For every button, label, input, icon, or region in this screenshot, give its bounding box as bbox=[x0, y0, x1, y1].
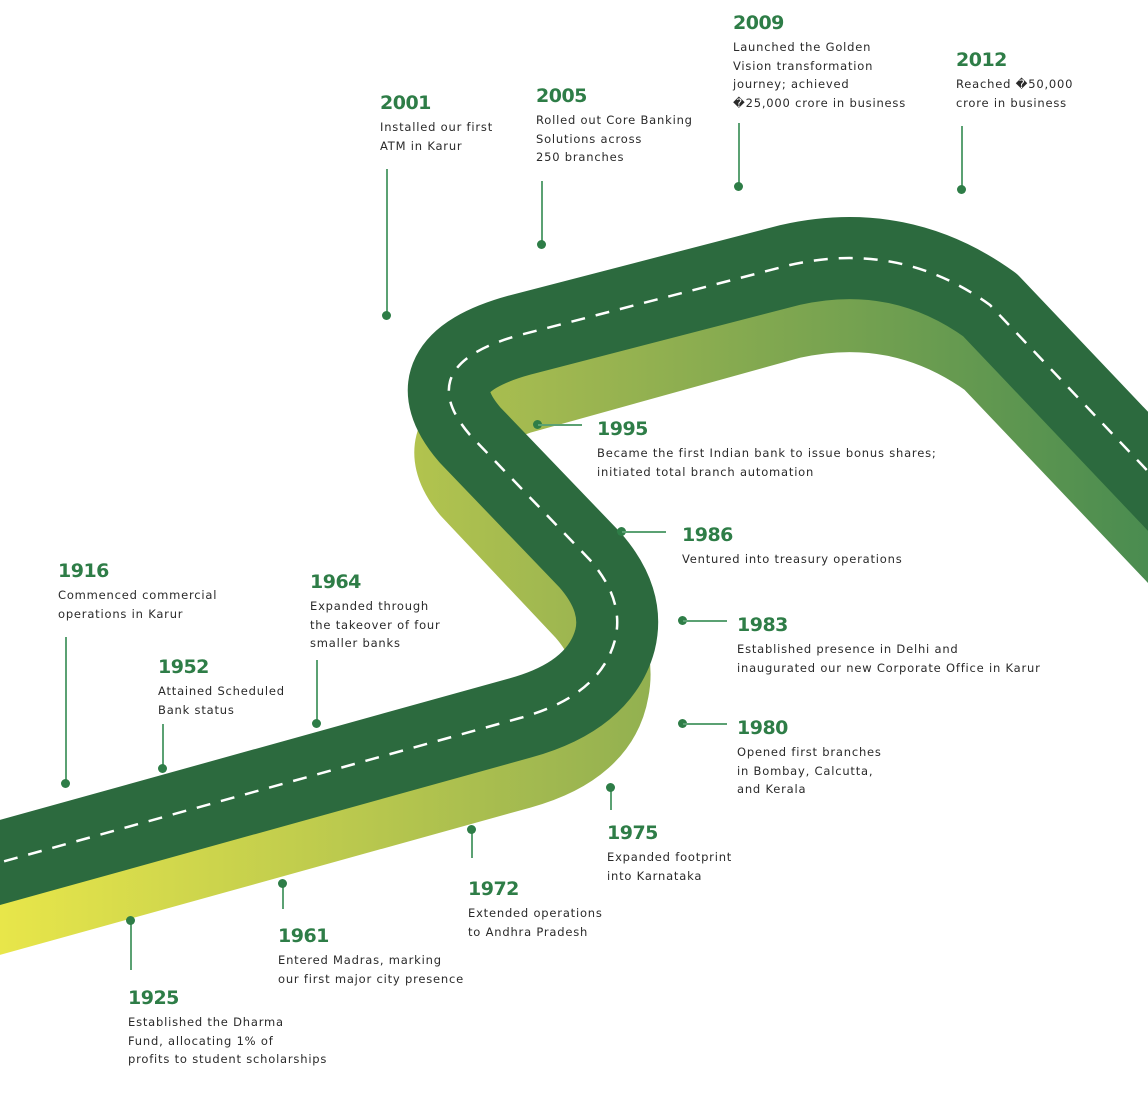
connector-dot bbox=[126, 916, 135, 925]
milestone-2005: 2005 Rolled out Core Banking Solutions a… bbox=[536, 85, 693, 167]
connector-dot bbox=[957, 185, 966, 194]
connector-line bbox=[386, 169, 388, 315]
milestone-year: 1975 bbox=[607, 822, 658, 844]
connector-line bbox=[622, 531, 666, 533]
milestone-1975: 1975 Expanded footprint into Karnataka bbox=[607, 822, 732, 885]
milestone-year: 1983 bbox=[737, 614, 788, 636]
milestone-1986: 1986 Ventured into treasury operations bbox=[682, 524, 903, 569]
connector-line bbox=[683, 723, 727, 725]
connector-line bbox=[471, 830, 473, 858]
milestone-year: 1964 bbox=[310, 571, 361, 593]
connector-line bbox=[683, 620, 727, 622]
connector-line bbox=[316, 660, 318, 722]
milestone-2001: 2001 Installed our first ATM in Karur bbox=[380, 92, 493, 155]
connector-dot bbox=[606, 783, 615, 792]
milestone-year: 2012 bbox=[956, 49, 1007, 71]
milestone-year: 1952 bbox=[158, 656, 209, 678]
milestone-description: Launched the Golden Vision transformatio… bbox=[733, 40, 906, 110]
connector-line bbox=[162, 724, 164, 768]
milestone-description: Installed our first ATM in Karur bbox=[380, 120, 494, 153]
milestone-1952: 1952 Attained Scheduled Bank status bbox=[158, 656, 285, 719]
milestone-1961: 1961 Entered Madras, marking our first m… bbox=[278, 925, 464, 988]
milestone-year: 1986 bbox=[682, 524, 733, 546]
milestone-year: 2001 bbox=[380, 92, 431, 114]
milestone-description: Established the Dharma Fund, allocating … bbox=[128, 1015, 328, 1066]
milestone-year: 1916 bbox=[58, 560, 109, 582]
connector-line bbox=[738, 123, 740, 185]
milestone-description: Rolled out Core Banking Solutions across… bbox=[536, 113, 693, 164]
connector-line bbox=[282, 883, 284, 909]
connector-dot bbox=[312, 719, 321, 728]
connector-dot bbox=[537, 240, 546, 249]
connector-line bbox=[65, 637, 67, 783]
connector-dot bbox=[617, 527, 626, 536]
milestone-year: 2005 bbox=[536, 85, 587, 107]
milestone-1964: 1964 Expanded through the takeover of fo… bbox=[310, 571, 441, 653]
milestone-2012: 2012 Reached �50,000 crore in business bbox=[956, 49, 1073, 112]
connector-line bbox=[541, 181, 543, 243]
connector-line bbox=[538, 424, 582, 426]
milestone-year: 2009 bbox=[733, 12, 784, 34]
milestone-2009: 2009 Launched the Golden Vision transfor… bbox=[733, 12, 906, 112]
connector-dot bbox=[734, 182, 743, 191]
connector-dot bbox=[467, 825, 476, 834]
milestone-description: Entered Madras, marking our first major … bbox=[278, 953, 464, 986]
milestone-description: Became the first Indian bank to issue bo… bbox=[597, 446, 937, 479]
connector-dot bbox=[278, 879, 287, 888]
connector-dot bbox=[158, 764, 167, 773]
milestone-description: Reached �50,000 crore in business bbox=[956, 77, 1074, 110]
milestone-1916: 1916 Commenced commercial operations in … bbox=[58, 560, 217, 623]
connector-line bbox=[130, 920, 132, 970]
milestone-1980: 1980 Opened first branches in Bombay, Ca… bbox=[737, 717, 882, 799]
milestone-description: Opened first branches in Bombay, Calcutt… bbox=[737, 745, 882, 796]
milestone-description: Extended operations to Andhra Pradesh bbox=[468, 906, 603, 939]
milestone-description: Commenced commercial operations in Karur bbox=[58, 588, 218, 621]
connector-dot bbox=[61, 779, 70, 788]
milestone-year: 1980 bbox=[737, 717, 788, 739]
milestone-1972: 1972 Extended operations to Andhra Prade… bbox=[468, 878, 603, 941]
connector-line bbox=[610, 788, 612, 810]
milestone-1995: 1995 Became the first Indian bank to iss… bbox=[597, 418, 937, 481]
milestone-description: Established presence in Delhi and inaugu… bbox=[737, 642, 1041, 675]
milestone-description: Expanded footprint into Karnataka bbox=[607, 850, 733, 883]
connector-dot bbox=[382, 311, 391, 320]
milestone-1983: 1983 Established presence in Delhi and i… bbox=[737, 614, 1041, 677]
milestone-1925: 1925 Established the Dharma Fund, alloca… bbox=[128, 987, 327, 1069]
milestone-description: Attained Scheduled Bank status bbox=[158, 684, 285, 717]
lane-marking bbox=[0, 256, 1148, 864]
milestone-description: Expanded through the takeover of four sm… bbox=[310, 599, 441, 650]
milestone-description: Ventured into treasury operations bbox=[682, 552, 903, 566]
connector-dot bbox=[533, 420, 542, 429]
connector-dot bbox=[678, 719, 687, 728]
connector-line bbox=[961, 126, 963, 188]
milestone-year: 1995 bbox=[597, 418, 648, 440]
milestone-year: 1961 bbox=[278, 925, 329, 947]
connector-dot bbox=[678, 616, 687, 625]
milestone-year: 1925 bbox=[128, 987, 179, 1009]
milestone-year: 1972 bbox=[468, 878, 519, 900]
